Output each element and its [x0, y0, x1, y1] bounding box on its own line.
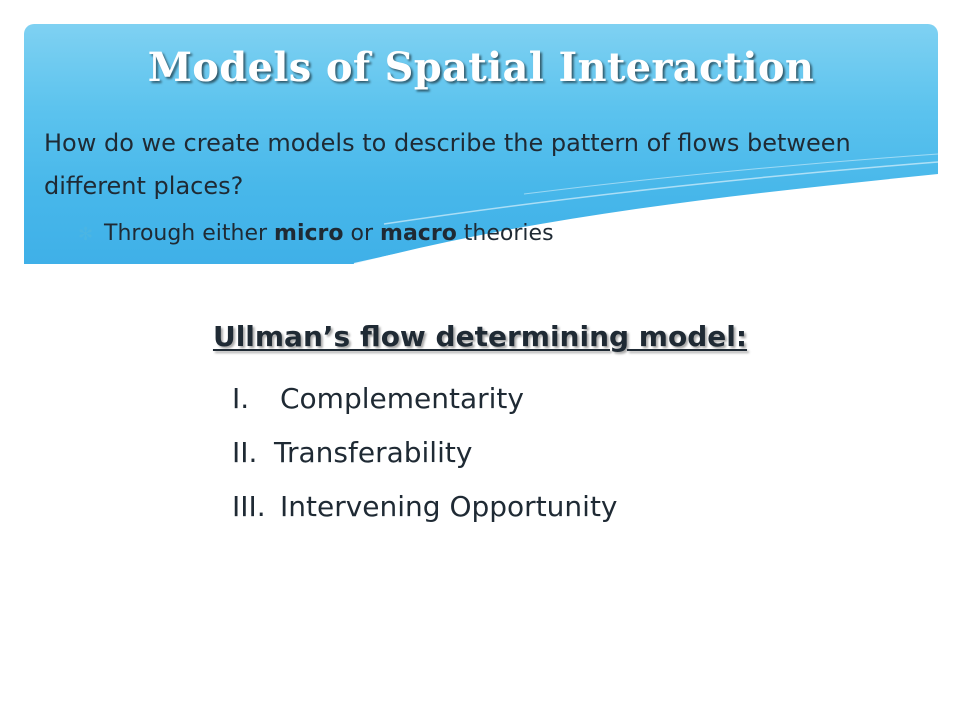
factor-item: III. Intervening Opportunity	[232, 484, 872, 538]
header-band	[24, 24, 938, 264]
factor-number: II.	[232, 436, 258, 469]
bullet-middle: or	[343, 221, 381, 246]
factor-number: III.	[232, 490, 266, 523]
bullet-term-micro: micro	[274, 221, 344, 246]
factor-label: Complementarity	[280, 382, 524, 415]
factor-item: I. Complementarity	[232, 376, 872, 430]
wave-decoration	[353, 153, 938, 264]
model-heading-text: Ullman’s flow determining model:	[212, 320, 748, 353]
bullet-suffix: theories	[456, 221, 554, 246]
question-text: How do we create models to describe the …	[44, 129, 851, 200]
bullet-term-macro: macro	[380, 221, 457, 246]
factor-label: Intervening Opportunity	[280, 490, 618, 523]
asterisk-bullet-icon: ✻	[78, 224, 94, 245]
factor-label: Transferability	[274, 436, 473, 469]
factor-number: I.	[232, 382, 250, 415]
bullet-prefix: Through either	[104, 221, 275, 246]
model-heading: Ullman’s flow determining model:	[0, 320, 960, 353]
bullet-item: ✻ Through either micro or macro theories	[78, 221, 838, 246]
slide-title: Models of Spatial Interaction	[147, 44, 815, 91]
factor-item: II. Transferability	[232, 430, 872, 484]
factor-list: I. Complementarity II. Transferability III…	[232, 376, 872, 538]
